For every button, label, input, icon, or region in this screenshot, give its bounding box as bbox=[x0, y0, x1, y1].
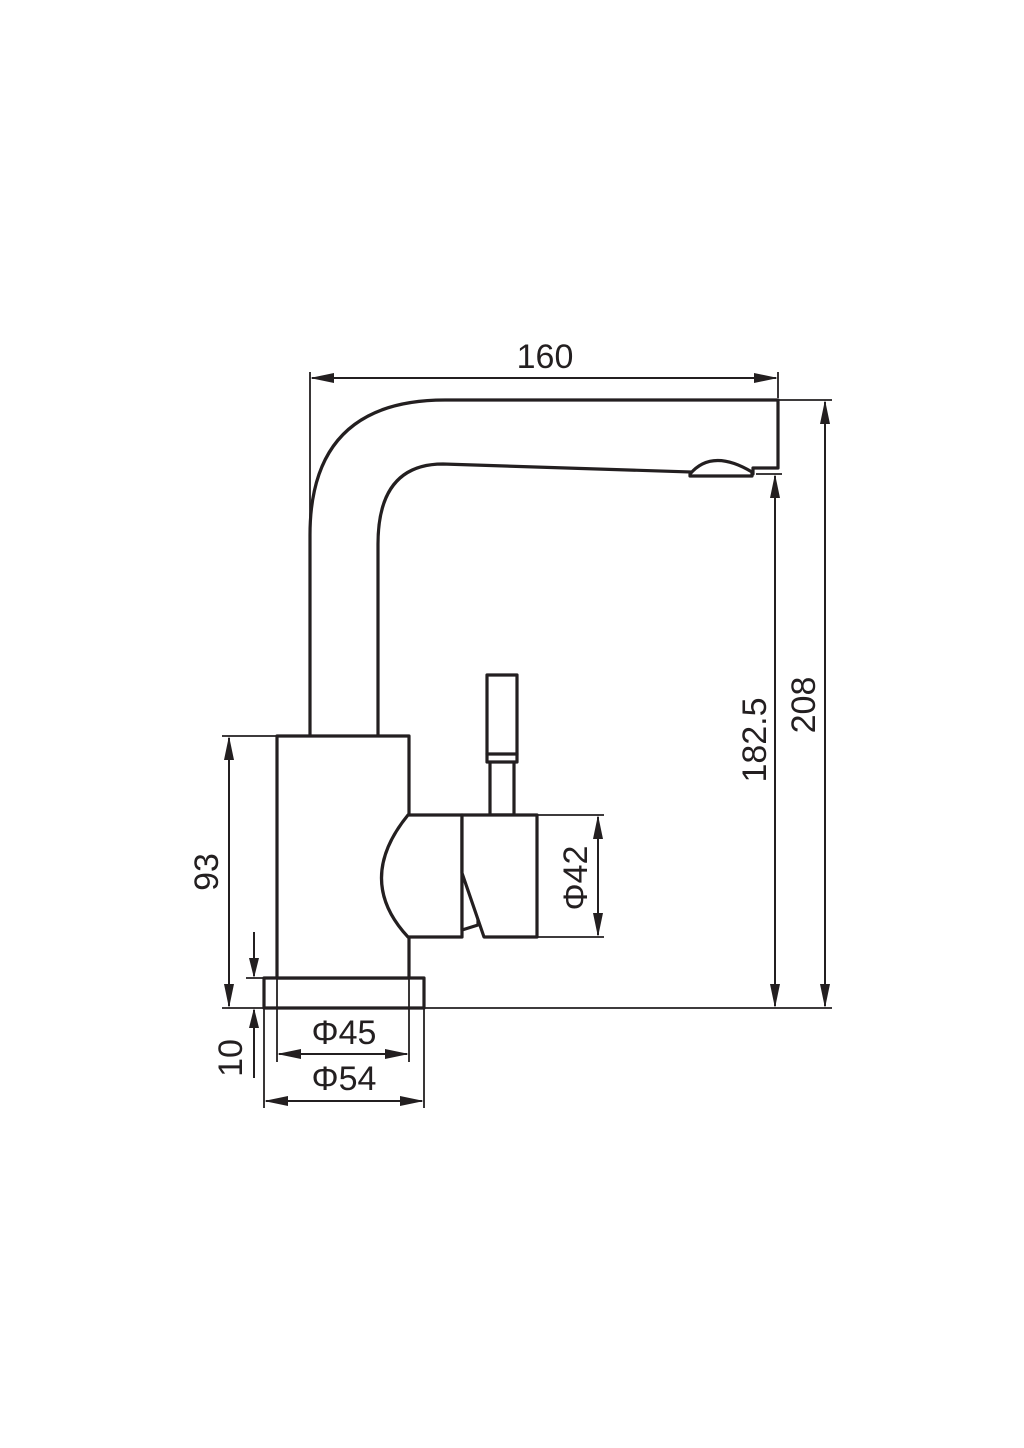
spout bbox=[308, 398, 780, 739]
label-base-diameter: Φ54 bbox=[312, 1060, 377, 1098]
label-handle-diameter: Φ42 bbox=[557, 846, 595, 911]
aerator bbox=[688, 458, 754, 478]
handle-cylinder bbox=[460, 813, 539, 939]
handle-connector bbox=[380, 813, 464, 939]
base-ring bbox=[262, 976, 426, 1010]
label-outlet-height: 182.5 bbox=[736, 697, 774, 782]
handle-lever bbox=[485, 673, 519, 764]
label-total-height: 208 bbox=[785, 677, 823, 734]
label-body-diameter: Φ45 bbox=[312, 1014, 377, 1052]
dimension-lines bbox=[222, 372, 832, 1108]
handle-stem bbox=[488, 758, 516, 817]
dimension-labels: 160 208 182.5 Φ42 93 10 Φ45 Φ54 bbox=[188, 338, 823, 1098]
faucet-outline bbox=[262, 398, 780, 1010]
label-spout-reach: 160 bbox=[517, 338, 574, 376]
label-base-height: 10 bbox=[212, 1039, 250, 1077]
label-body-height: 93 bbox=[188, 853, 226, 891]
